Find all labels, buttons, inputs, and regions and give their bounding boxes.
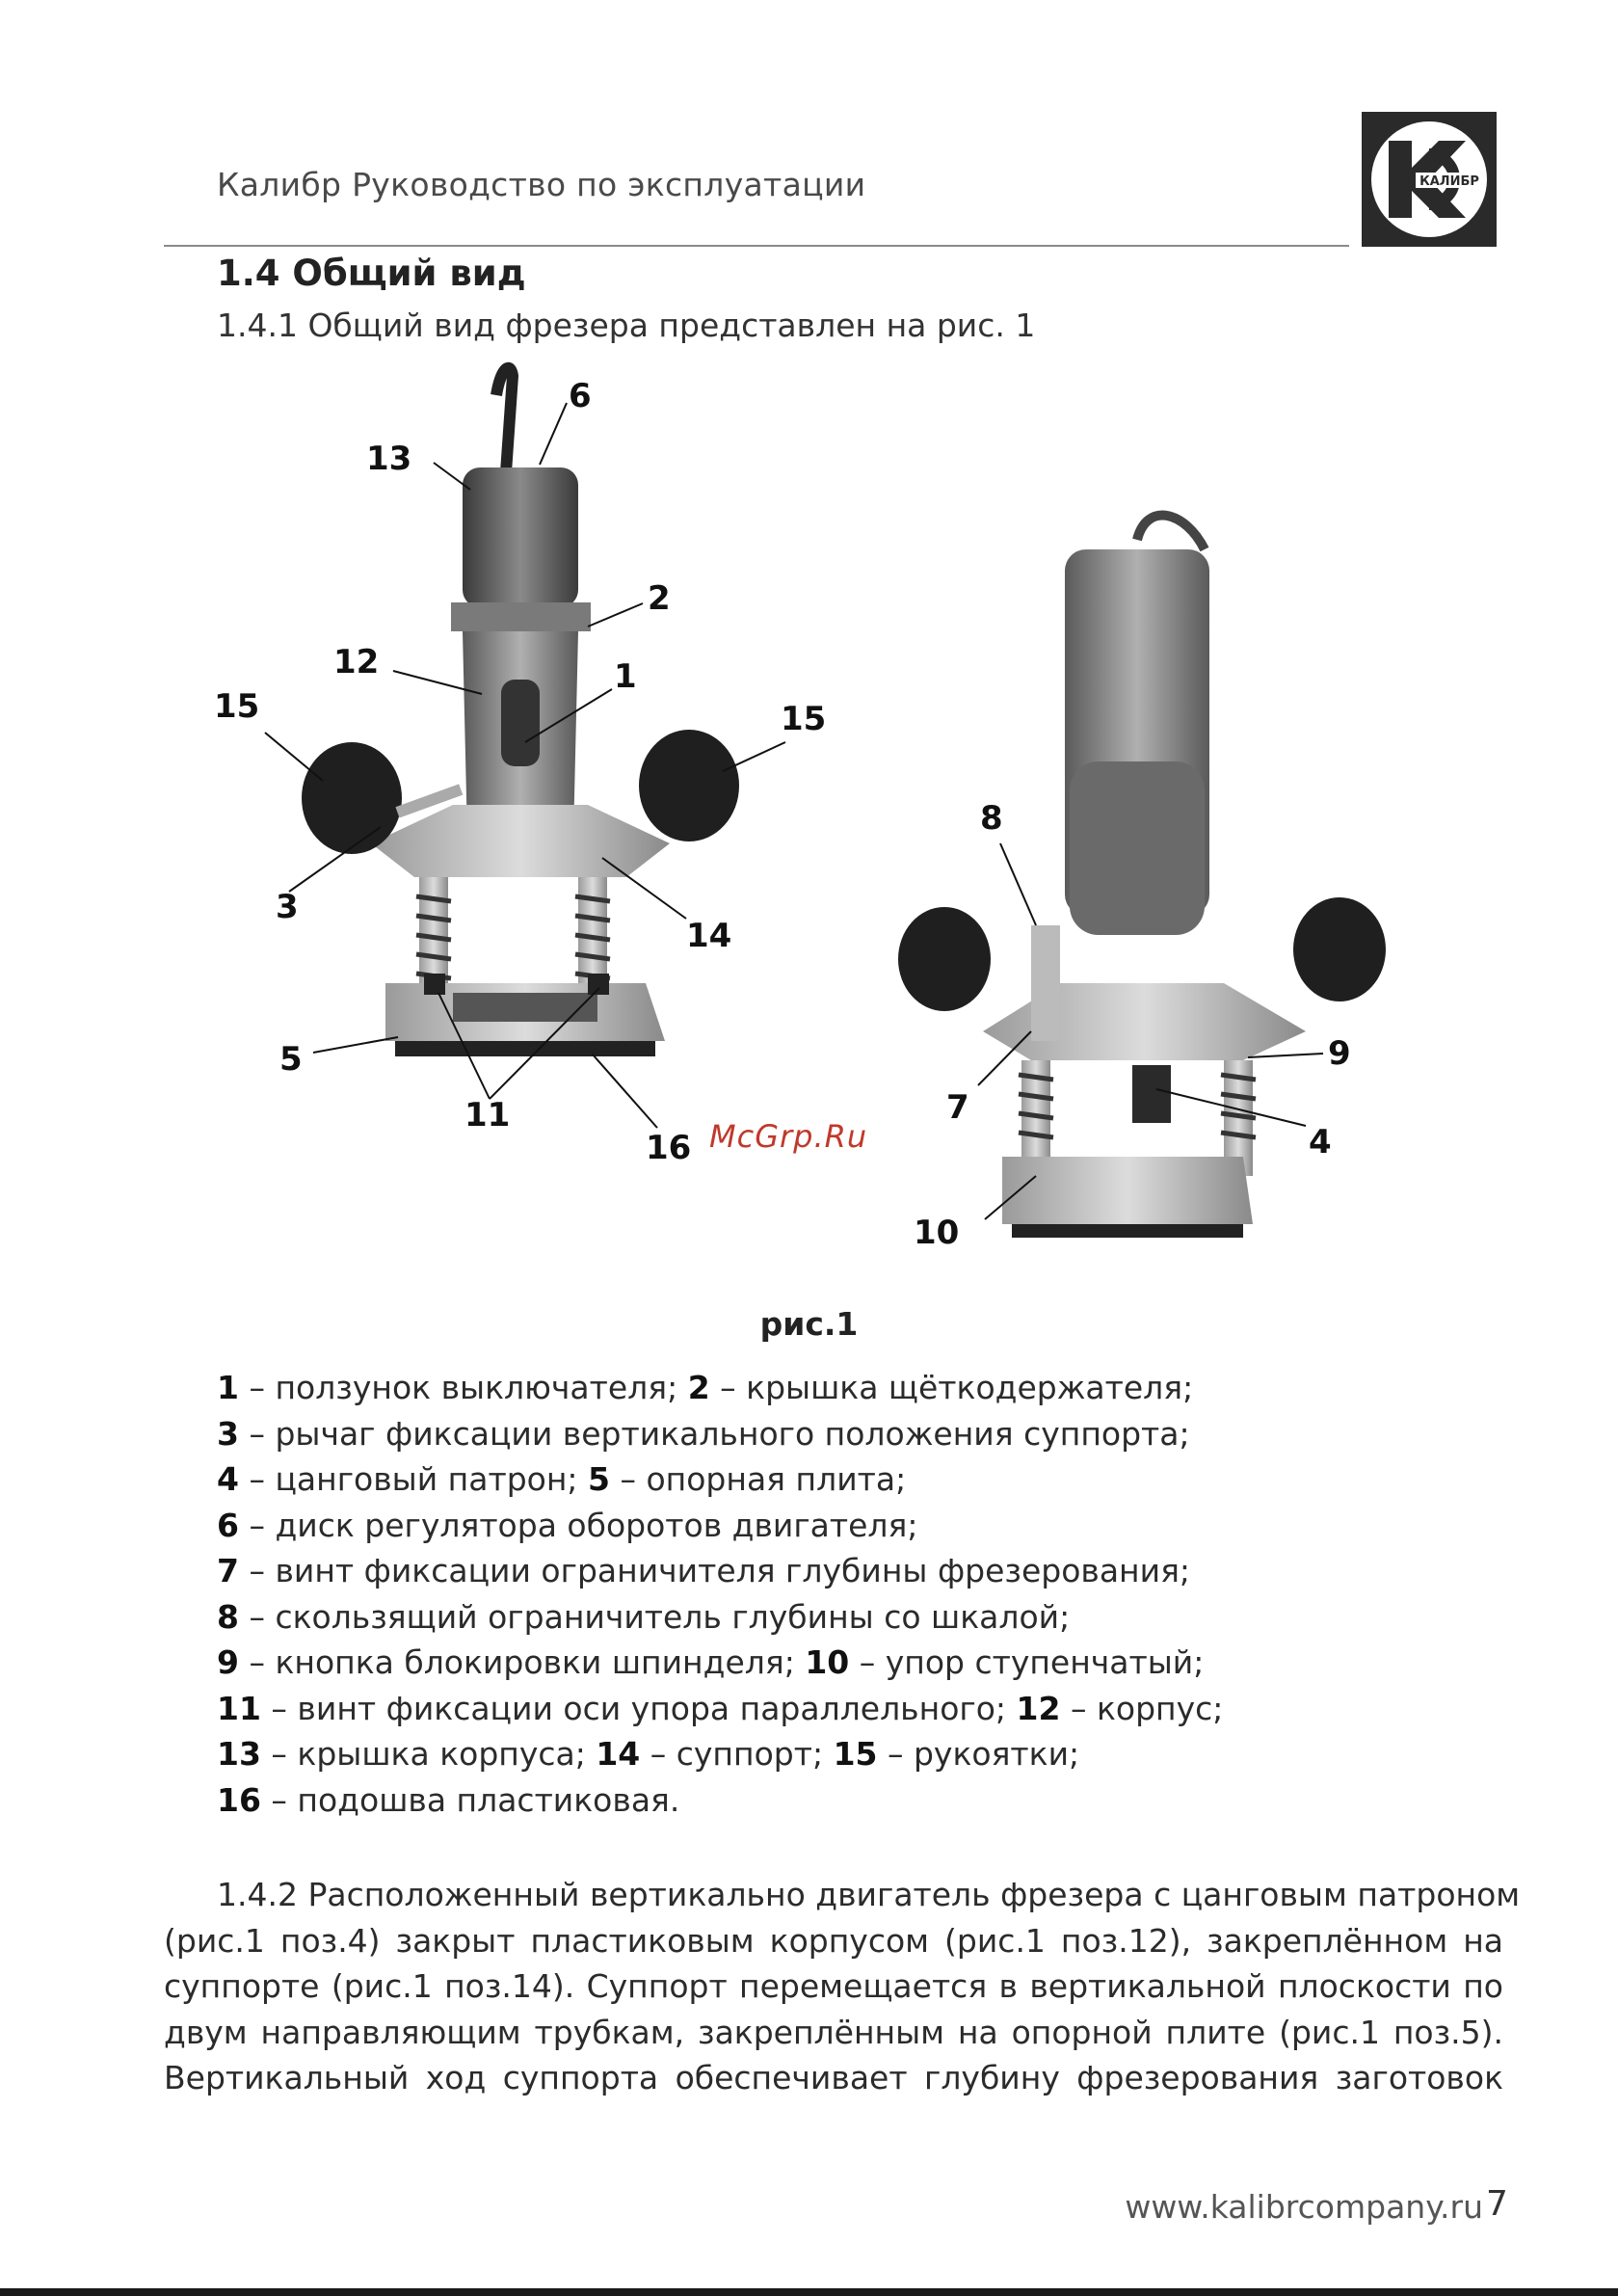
legend-item: 9 – кнопка блокировки шпинделя; 10 – упо… (217, 1640, 1223, 1686)
callout-6: 6 (569, 377, 592, 415)
legend-item: 11 – винт фиксации оси упора параллельно… (217, 1686, 1223, 1732)
legend-number: 14 (596, 1735, 641, 1773)
legend-text: – винт фиксации оси упора параллельного; (260, 1689, 1017, 1727)
legend-number: 2 (687, 1369, 710, 1406)
legend-number: 13 (217, 1735, 261, 1773)
callout-1: 1 (614, 657, 637, 696)
callout-15-right: 15 (781, 700, 826, 738)
parts-legend: 1 – ползунок выключателя; 2 – крышка щёт… (217, 1365, 1223, 1823)
callout-10: 10 (914, 1214, 959, 1252)
footer-url[interactable]: www.kalibrcompany.ru (1125, 2188, 1483, 2226)
watermark: McGrp.Ru (709, 1118, 867, 1155)
callout-3: 3 (276, 888, 299, 926)
legend-item: 16 – подошва пластиковая. (217, 1777, 1223, 1824)
header-title: Калибр Руководство по эксплуатации (217, 166, 866, 203)
callout-15-left: 15 (214, 687, 259, 726)
legend-item: 1 – ползунок выключателя; 2 – крышка щёт… (217, 1365, 1223, 1411)
router-figure: 6 13 2 12 1 15 15 3 14 5 11 16 8 9 7 4 1… (214, 361, 1386, 1252)
logo-text: КАЛИБР (1419, 174, 1479, 189)
paragraph-line: суппорте (рис.1 поз.14). Суппорт перемещ… (164, 1967, 1503, 2005)
legend-text: – крышка щёткодержателя; (709, 1369, 1194, 1406)
callout-12: 12 (333, 643, 379, 681)
callout-5: 5 (279, 1040, 303, 1079)
callout-2: 2 (648, 579, 671, 618)
legend-number: 9 (217, 1643, 239, 1681)
legend-text: – суппорт; (640, 1735, 834, 1773)
body-paragraph: 1.4.2 Расположенный вертикально двигател… (164, 1872, 1521, 2101)
page-number: 7 (1486, 2184, 1508, 2224)
header-divider (164, 245, 1349, 247)
section-title: 1.4 Общий вид (217, 253, 526, 294)
legend-text: – скользящий ограничитель глубины со шка… (238, 1597, 1071, 1636)
callout-13: 13 (366, 440, 411, 478)
figure-caption: рис.1 (759, 1305, 859, 1343)
paragraph-line: 1.4.2 Расположенный вертикально двигател… (217, 1876, 1521, 1913)
legend-text: – рычаг фиксации вертикального положения… (238, 1414, 1190, 1453)
callout-4: 4 (1309, 1123, 1332, 1161)
callout-7: 7 (946, 1088, 969, 1127)
callout-16: 16 (646, 1129, 691, 1167)
legend-number: 4 (217, 1460, 239, 1498)
legend-number: 3 (217, 1414, 239, 1453)
legend-number: 12 (1016, 1689, 1061, 1727)
legend-text: – корпус; (1060, 1689, 1224, 1727)
callout-11: 11 (464, 1096, 510, 1135)
legend-item: 6 – диск регулятора оборотов двигателя; (217, 1503, 1223, 1549)
legend-number: 5 (588, 1460, 610, 1498)
legend-text: – подошва пластиковая. (260, 1780, 680, 1819)
callout-14: 14 (686, 917, 731, 955)
legend-number: 1 (217, 1369, 239, 1406)
router-left-illustration (302, 361, 739, 1056)
legend-item: 13 – крышка корпуса; 14 – суппорт; 15 – … (217, 1731, 1223, 1777)
legend-text: – упор ступенчатый; (849, 1643, 1205, 1681)
legend-text: – рукоятки; (877, 1735, 1080, 1773)
legend-text: – кнопка блокировки шпинделя; (238, 1643, 806, 1681)
legend-text: – диск регулятора оборотов двигателя; (238, 1506, 918, 1544)
legend-number: 16 (217, 1780, 261, 1819)
legend-number: 7 (217, 1552, 239, 1589)
legend-text: – крышка корпуса; (260, 1735, 597, 1773)
legend-number: 11 (217, 1689, 261, 1727)
legend-number: 8 (217, 1597, 239, 1636)
legend-text: – цанговый патрон; (238, 1460, 589, 1498)
bottom-border (0, 2288, 1618, 2296)
paragraph-line: двум направляющим трубкам, закреплённым … (164, 2013, 1503, 2051)
paragraph-line: Вертикальный ход суппорта обеспечивает г… (164, 2059, 1503, 2096)
legend-text: – ползунок выключателя; (238, 1369, 688, 1406)
legend-item: 3 – рычаг фиксации вертикального положен… (217, 1411, 1223, 1457)
legend-number: 6 (217, 1506, 239, 1544)
legend-number: 10 (805, 1643, 850, 1681)
callout-leaders (264, 402, 1324, 1220)
callout-8: 8 (980, 799, 1003, 838)
legend-item: 4 – цанговый патрон; 5 – опорная плита; (217, 1456, 1223, 1503)
legend-item: 8 – скользящий ограничитель глубины со ш… (217, 1594, 1223, 1641)
legend-text: – винт фиксации ограничителя глубины фре… (238, 1552, 1191, 1589)
section-subtitle: 1.4.1 Общий вид фрезера представлен на р… (217, 307, 1036, 344)
paragraph-line: (рис.1 поз.4) закрыт пластиковым корпусо… (164, 1921, 1503, 1960)
callout-9: 9 (1328, 1034, 1351, 1073)
router-right-illustration (898, 510, 1386, 1238)
legend-item: 7 – винт фиксации ограничителя глубины ф… (217, 1548, 1223, 1594)
legend-text: – опорная плита; (610, 1460, 907, 1498)
kalibr-logo: КАЛИБР (1362, 112, 1497, 247)
legend-number: 15 (833, 1735, 878, 1773)
